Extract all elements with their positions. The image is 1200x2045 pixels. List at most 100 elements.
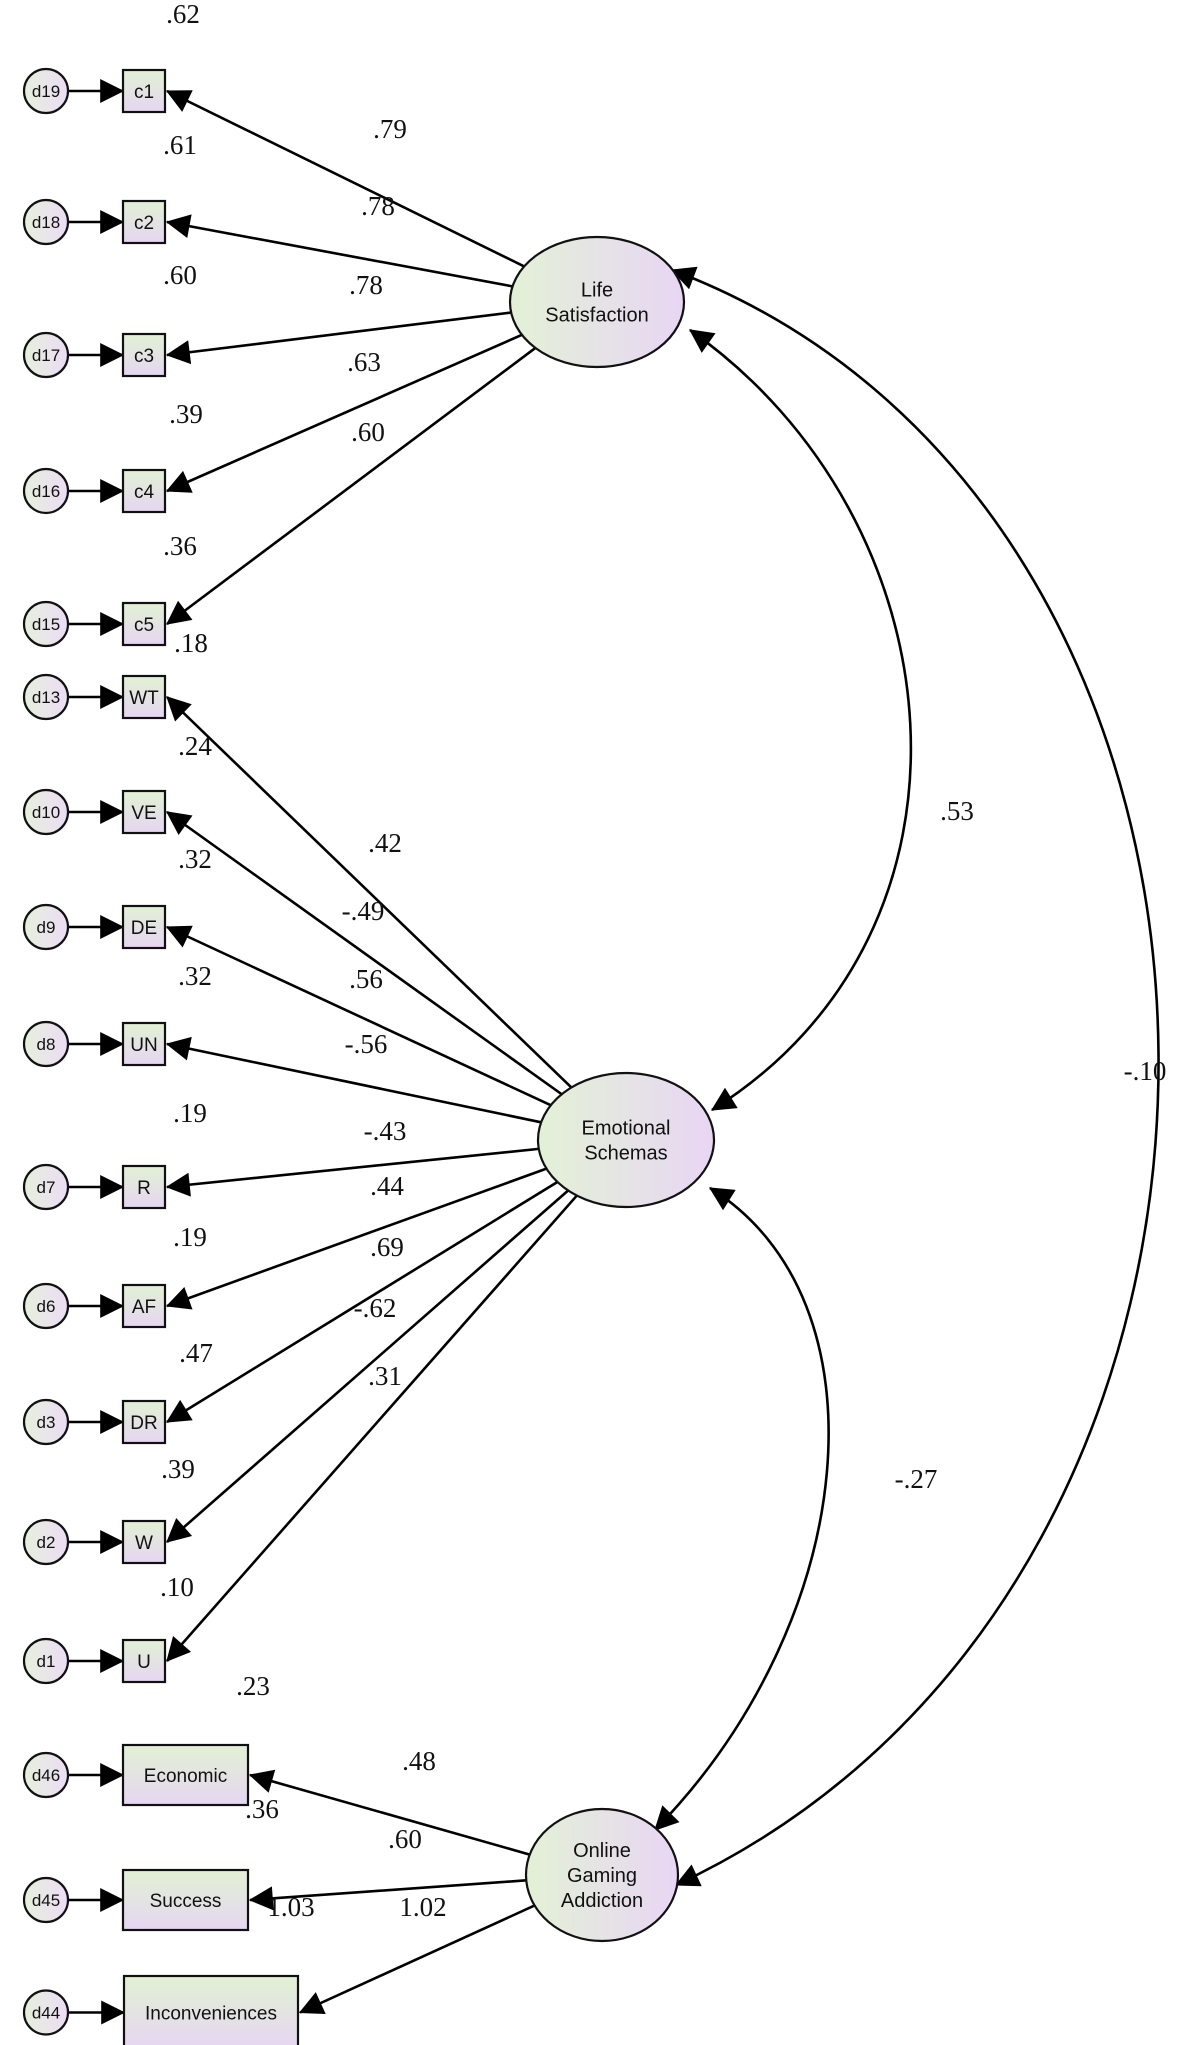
loading-label-AF: .44 xyxy=(370,1171,404,1201)
r2-label-c2: .61 xyxy=(163,130,197,160)
error-circle-d44 xyxy=(22,1989,70,2036)
r2-label-AF: .19 xyxy=(173,1222,207,1252)
loading-label-eco: .48 xyxy=(402,1746,436,1776)
error-label-d15: d15 xyxy=(32,615,60,634)
paths-layer xyxy=(68,79,1160,2025)
indicator-box-c3 xyxy=(121,332,167,378)
latent-label-ls-0: Life xyxy=(581,280,613,302)
covariance-arrow-ls_oga xyxy=(670,266,1160,1887)
indicator-box-UN xyxy=(121,1021,167,1067)
error-circle-d10 xyxy=(22,788,70,836)
error-circle-d9 xyxy=(22,903,70,951)
indicator-box-suc xyxy=(121,1868,250,1932)
r2-label-U: .10 xyxy=(160,1572,194,1602)
covariance-label-es_oga: -.27 xyxy=(895,1464,938,1494)
indicator-label-VE: VE xyxy=(131,803,156,824)
loading-arrow-c3 xyxy=(165,311,512,365)
latent-ellipse-ls xyxy=(508,235,686,369)
loading-arrow-c1 xyxy=(165,89,525,268)
error-label-d46: d46 xyxy=(32,1766,60,1785)
r2-label-eco: .23 xyxy=(236,1671,270,1701)
r2-label-c3: .60 xyxy=(163,260,197,290)
loading-arrow-suc xyxy=(248,1879,527,1911)
error-circle-d3 xyxy=(22,1398,70,1446)
latent-label-es-1: Schemas xyxy=(584,1143,667,1165)
error-label-d44: d44 xyxy=(32,2004,60,2023)
loading-label-c2: .78 xyxy=(361,191,395,221)
r2-label-c4: .39 xyxy=(169,399,203,429)
indicator-box-AF xyxy=(121,1283,167,1329)
error-label-d18: d18 xyxy=(32,213,60,232)
indicator-box-eco xyxy=(121,1743,250,1807)
loading-label-WT: .42 xyxy=(368,828,402,858)
error-circle-d46 xyxy=(22,1751,70,1799)
error-circle-d1 xyxy=(22,1637,70,1685)
error-circle-d16 xyxy=(22,467,70,515)
loading-label-suc: .60 xyxy=(388,1824,422,1854)
error-label-d9: d9 xyxy=(37,918,56,937)
indicator-box-W xyxy=(121,1519,167,1565)
loading-arrow-W xyxy=(166,1189,569,1543)
covariance-arrow-es_oga xyxy=(654,1186,830,1831)
error-label-d7: d7 xyxy=(37,1178,56,1197)
indicator-label-eco: Economic xyxy=(144,1766,227,1787)
indicator-box-DE xyxy=(121,904,167,950)
loading-label-c1: .79 xyxy=(373,114,407,144)
error-label-d3: d3 xyxy=(37,1413,56,1432)
latent-label-ls-1: Satisfaction xyxy=(545,305,648,327)
indicator-box-c2 xyxy=(121,199,167,245)
loading-arrow-WT xyxy=(166,696,573,1089)
loading-arrow-R xyxy=(165,1147,539,1197)
r2-label-DE: .32 xyxy=(178,844,212,874)
error-label-d2: d2 xyxy=(37,1533,56,1552)
loading-arrow-c2 xyxy=(165,214,513,288)
loading-label-DE: .56 xyxy=(349,964,383,994)
error-label-d16: d16 xyxy=(32,482,60,501)
indicator-label-c1: c1 xyxy=(134,82,154,103)
loading-arrow-UN xyxy=(165,1036,542,1124)
loading-arrow-DE xyxy=(165,925,552,1107)
shapes-layer xyxy=(22,67,716,2045)
indicator-label-UN: UN xyxy=(130,1035,157,1056)
error-circle-d8 xyxy=(22,1020,70,1068)
indicator-box-R xyxy=(121,1164,167,1210)
r2-label-suc: .36 xyxy=(245,1794,279,1824)
indicator-label-R: R xyxy=(137,1178,151,1199)
error-circle-d17 xyxy=(22,331,70,379)
indicator-box-inc xyxy=(122,1974,300,2045)
loading-label-R: -.43 xyxy=(364,1116,407,1146)
loading-label-inc: 1.02 xyxy=(399,1892,446,1922)
r2-label-DR: .47 xyxy=(179,1338,213,1368)
r2-label-inc: 1.03 xyxy=(267,1892,314,1922)
loading-arrow-U xyxy=(166,1194,578,1662)
error-label-d1: d1 xyxy=(37,1652,56,1671)
indicator-box-c5 xyxy=(121,601,167,647)
covariance-arrow-ls_es xyxy=(689,328,913,1112)
loading-arrow-inc xyxy=(298,1904,536,2014)
error-circle-d19 xyxy=(22,67,70,115)
loading-arrow-eco xyxy=(248,1769,531,1856)
loading-label-c3: .78 xyxy=(349,270,383,300)
loading-label-W: -.62 xyxy=(354,1293,397,1323)
loading-label-c4: .63 xyxy=(347,347,381,377)
error-circle-d45 xyxy=(22,1876,70,1924)
latent-label-oga-0: Online xyxy=(573,1840,631,1862)
latent-ellipse-es xyxy=(536,1071,716,1209)
indicator-label-DE: DE xyxy=(131,918,157,939)
error-circle-d15 xyxy=(22,600,70,648)
r2-label-VE: .24 xyxy=(178,731,212,761)
indicator-label-c2: c2 xyxy=(134,213,154,234)
latent-label-oga-1: Gaming xyxy=(567,1865,637,1887)
error-label-d17: d17 xyxy=(32,346,60,365)
error-label-d45: d45 xyxy=(32,1891,60,1910)
covariance-label-ls_oga: -.10 xyxy=(1124,1056,1167,1086)
indicator-label-c4: c4 xyxy=(134,482,155,503)
loading-label-UN: -.56 xyxy=(345,1029,388,1059)
loading-label-c5: .60 xyxy=(351,417,385,447)
error-label-d13: d13 xyxy=(32,688,60,707)
r2-label-c1: .62 xyxy=(166,0,200,29)
latent-label-es-0: Emotional xyxy=(582,1118,671,1140)
indicator-label-suc: Success xyxy=(150,1891,222,1912)
error-label-d8: d8 xyxy=(37,1035,56,1054)
